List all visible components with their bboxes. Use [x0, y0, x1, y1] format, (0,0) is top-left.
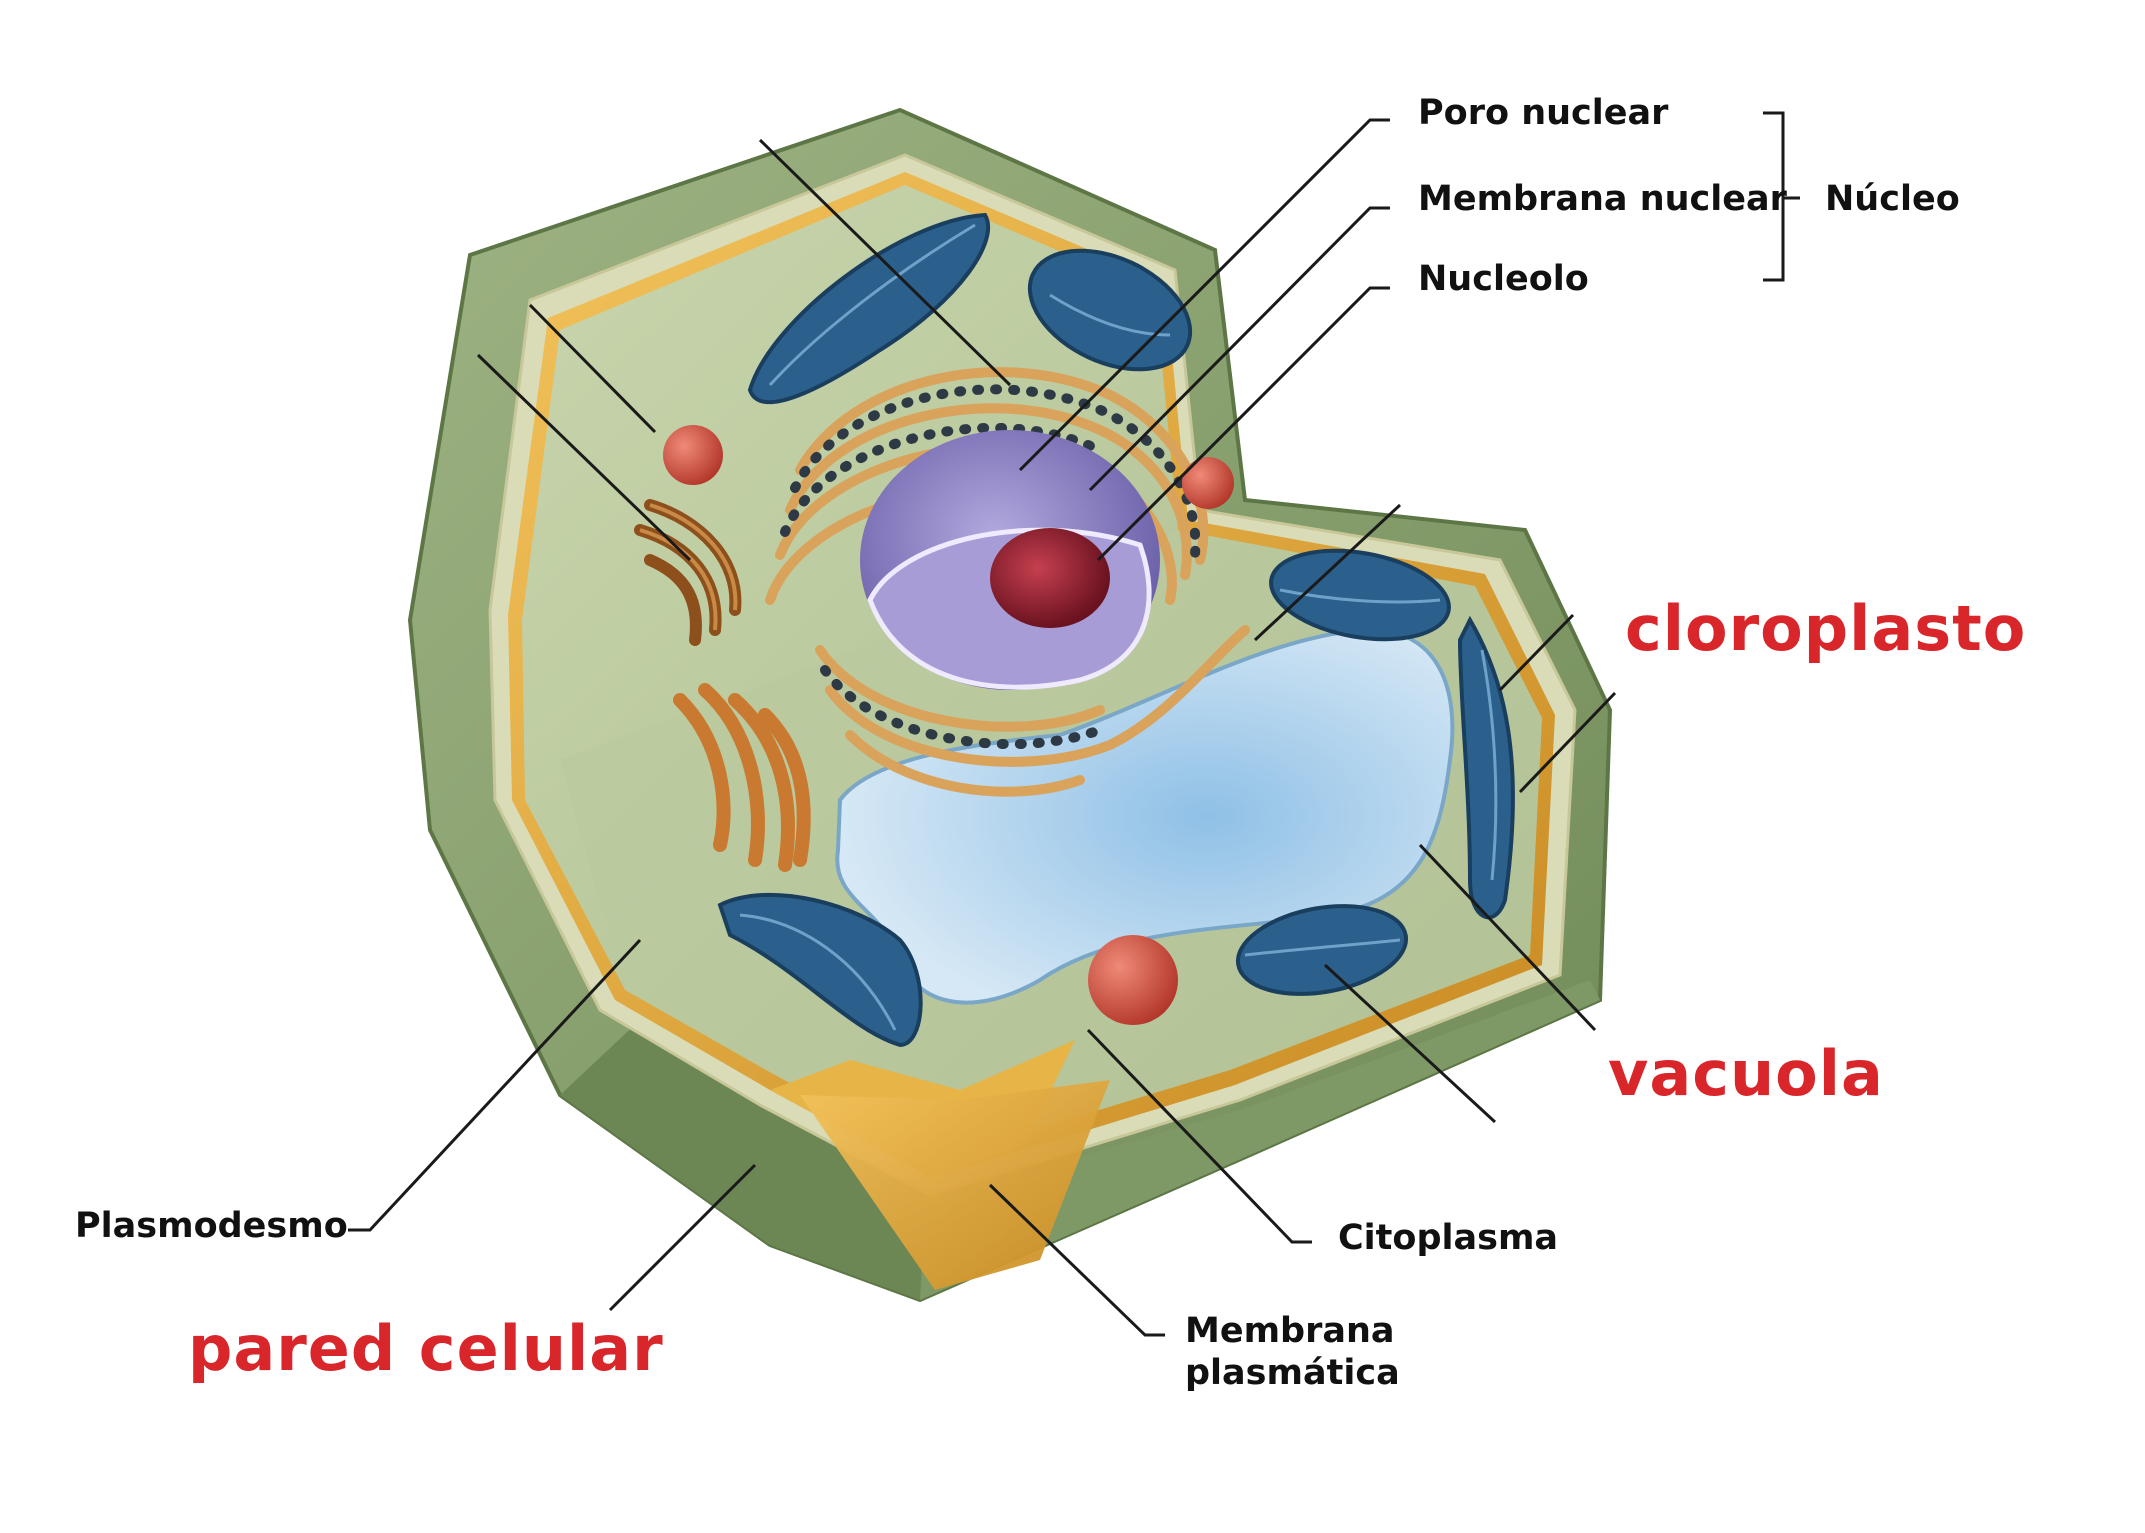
chloroplast: [747, 212, 991, 405]
label-membrana-nuclear: Membrana nuclear: [1418, 179, 1787, 219]
ribosome-dots: [780, 384, 1201, 750]
label-nucleolo: Nucleolo: [1418, 259, 1589, 299]
label-vacuola: vacuola: [1608, 1037, 1884, 1110]
mitochondrion: [663, 425, 723, 485]
leader-lines: [348, 111, 1800, 1337]
nucleus: [860, 430, 1160, 690]
golgi-apparatus-highlight: [639, 503, 738, 631]
plasma-membrane-front: [800, 1080, 1110, 1290]
vacuole: [835, 627, 1455, 1005]
label-nucleo: Núcleo: [1825, 179, 1960, 219]
mitochondrion: [1182, 457, 1234, 509]
label-cloroplasto: cloroplasto: [1625, 592, 2027, 665]
golgi-stack: [673, 683, 811, 872]
chloroplast: [1269, 548, 1451, 642]
label-poro-nuclear: Poro nuclear: [1418, 93, 1669, 133]
label-pared-celular: pared celular: [188, 1312, 664, 1385]
label-citoplasma: Citoplasma: [1338, 1218, 1559, 1258]
chloroplast: [1235, 904, 1409, 996]
label-membrana-plasmatica-line1: Membrana: [1185, 1311, 1395, 1351]
chloroplast: [717, 892, 923, 1048]
mitochondrion: [1088, 935, 1178, 1025]
label-membrana-plasmatica-line2: plasmática: [1185, 1353, 1400, 1393]
cell-wall-side: [560, 1020, 925, 1300]
nucleolus: [990, 528, 1110, 628]
thylakoid-lines: [739, 223, 1498, 1031]
mitochondria: [663, 425, 1234, 1025]
label-plasmodesmo: Plasmodesmo: [75, 1206, 348, 1246]
endoplasmic-reticulum: [765, 367, 1250, 797]
